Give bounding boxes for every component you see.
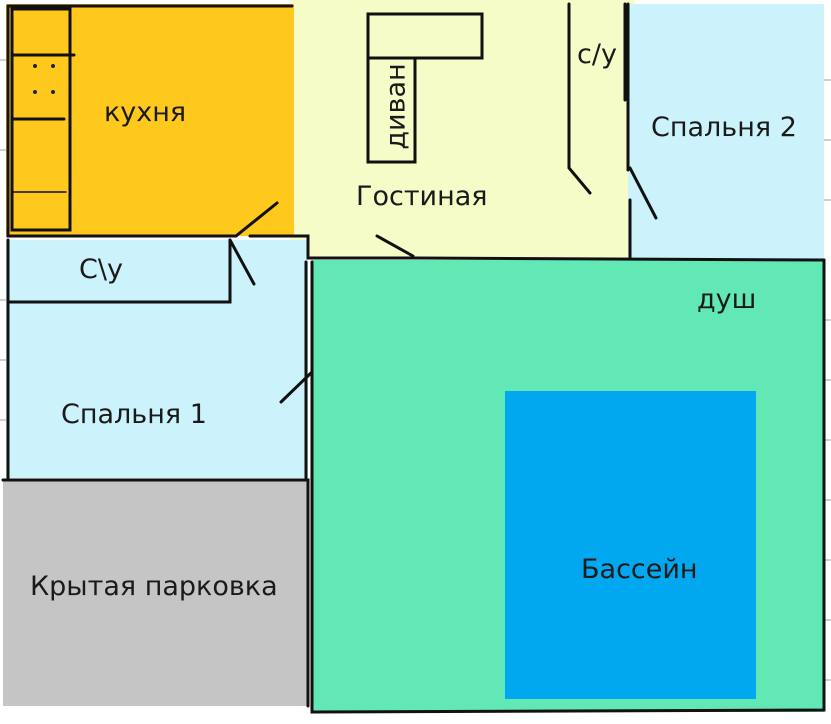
pool-label: Бассейн [581,554,698,585]
living-room-label: Гостиная [356,181,488,212]
bedroom-1-area [6,240,308,478]
parking-area [3,480,308,706]
bedroom-2-label: Спальня 2 [651,112,797,143]
sofa-label: диван [380,63,412,150]
bedroom-2-area [628,4,824,260]
pool [505,391,756,699]
living-room-area [290,0,635,258]
kitchen-label: кухня [104,97,187,128]
walls [1,2,826,714]
parking-label: Крытая парковка [30,571,278,602]
stove-burners [33,64,57,98]
bathroom-top-label: с/у [577,39,617,70]
bathroom-left-label: С\у [79,254,123,285]
bedroom-1-label: Спальня 1 [61,399,207,430]
shower-label: душ [697,284,757,315]
